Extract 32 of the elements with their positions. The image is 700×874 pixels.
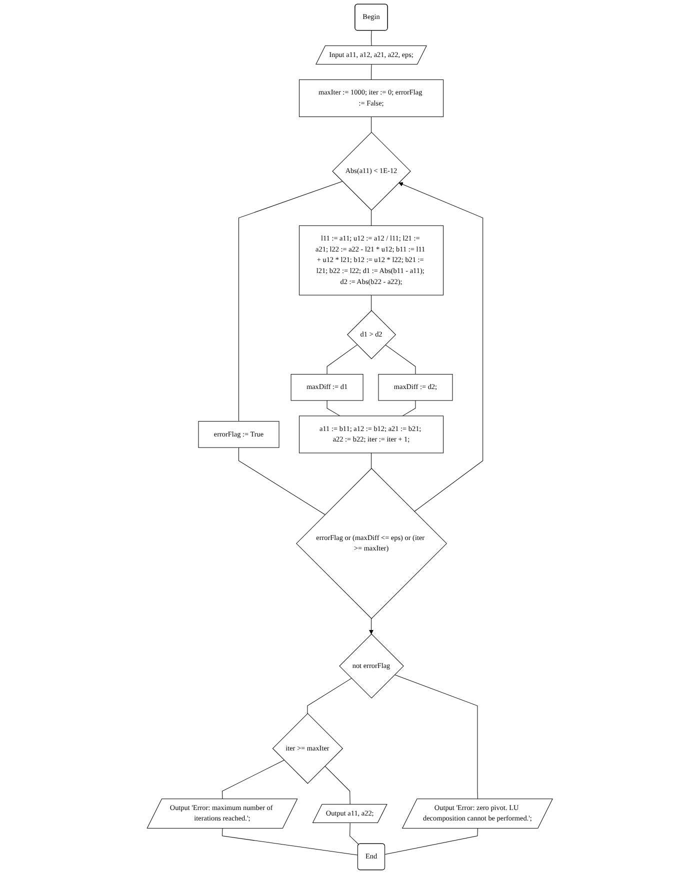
connector [350,822,360,845]
connector [384,828,478,855]
connector [326,344,358,375]
node-diamond [296,468,448,619]
connector [371,294,372,311]
connector [326,400,340,416]
connector [371,64,372,80]
connector [371,452,372,469]
connector [222,828,358,856]
connector [371,116,372,132]
node-box [290,374,364,401]
arrow [369,618,374,634]
node-box [299,416,444,454]
connector [238,181,343,422]
connector [324,766,350,805]
arrow [398,182,484,512]
node-diamond [339,634,404,698]
node-box [198,421,280,448]
connector [371,30,372,46]
connector [394,674,478,800]
node-box [299,79,444,118]
node-diamond [272,713,344,784]
connector [307,678,352,714]
node-box [378,374,453,401]
connector [238,447,326,515]
node-diamond [332,132,412,211]
node-box [299,225,444,296]
connector [222,760,285,800]
connector [385,344,416,375]
connector [371,210,372,226]
connector [402,400,416,416]
node-diamond [347,310,396,360]
